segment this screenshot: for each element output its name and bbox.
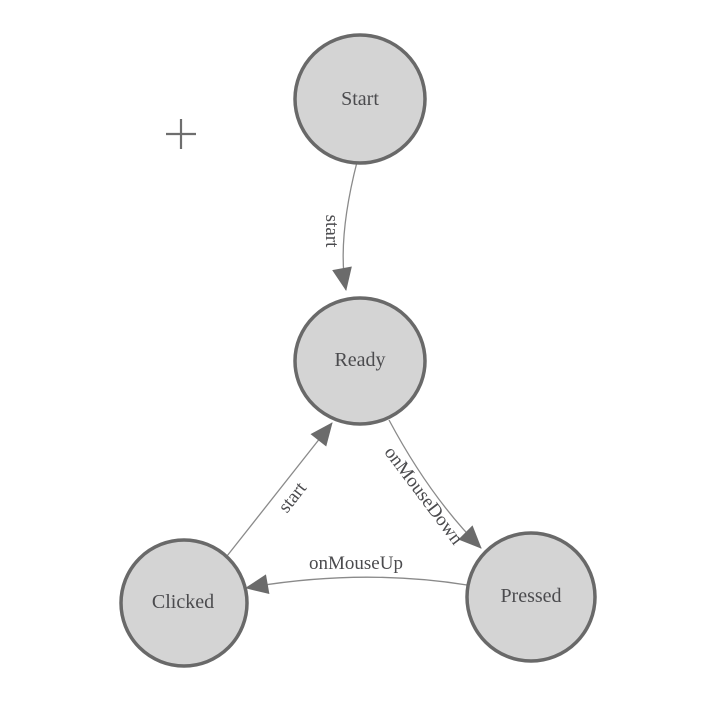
edge-label-ready-to-pressed: onMouseDown <box>380 443 468 550</box>
node-pressed[interactable]: Pressed <box>465 531 597 663</box>
edge-label-pressed-to-clicked: onMouseUp <box>309 553 403 574</box>
node-label-start: Start <box>341 88 379 110</box>
node-start[interactable]: Start <box>293 33 427 165</box>
edge-clicked-to-ready[interactable]: start <box>226 422 333 557</box>
edge-start-to-ready[interactable]: start <box>321 161 358 291</box>
node-label-clicked: Clicked <box>152 591 214 613</box>
node-label-pressed: Pressed <box>500 585 561 607</box>
edge-label-start-to-ready: start <box>321 215 342 248</box>
edge-label-clicked-to-ready: start <box>274 478 311 517</box>
edge-ready-to-pressed[interactable]: onMouseDown <box>380 419 482 550</box>
node-ready[interactable]: Ready <box>293 296 427 426</box>
node-clicked[interactable]: Clicked <box>119 538 249 668</box>
crosshair-cursor-icon <box>166 119 196 149</box>
node-label-ready: Ready <box>334 349 385 371</box>
edge-pressed-to-clicked[interactable]: onMouseUp <box>245 553 468 595</box>
